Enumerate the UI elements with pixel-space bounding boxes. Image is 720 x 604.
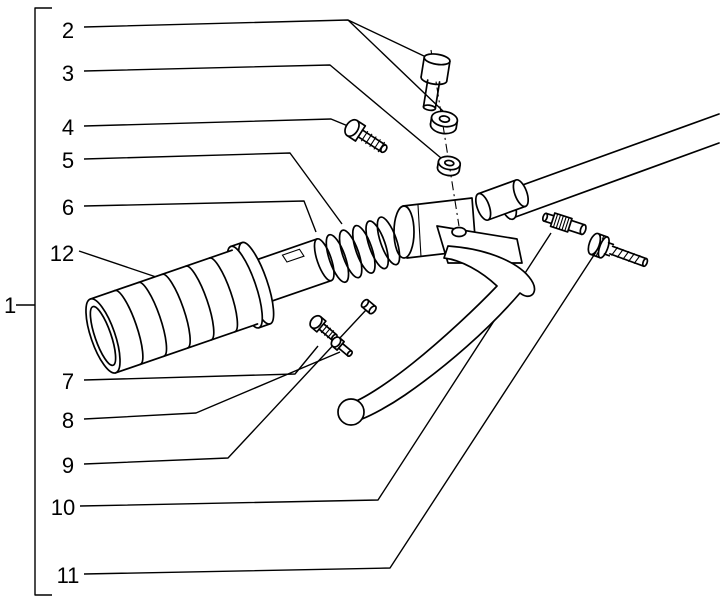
screw-7-threads [320, 324, 335, 339]
screw-4 [344, 118, 388, 154]
spring-washer [436, 155, 462, 177]
spacer-right-end [512, 178, 530, 208]
adjuster-10-barrel [567, 219, 586, 236]
lever-blade-outline [353, 245, 536, 420]
pin-9-end [368, 305, 377, 315]
leader-line-8 [83, 351, 341, 420]
tube-bottom-edge [509, 142, 720, 220]
grip-rib-2 [137, 281, 168, 358]
screw-shaft [422, 79, 441, 110]
callout-6: 6 [62, 195, 74, 220]
grip-rib-5 [208, 257, 239, 333]
spring-washer-bottom [436, 166, 461, 177]
grip-body-fill [90, 250, 258, 373]
sleeve-end [313, 237, 335, 282]
grip-open-end [85, 298, 121, 374]
leader-line-12 [78, 250, 169, 282]
spacer-left-end [474, 192, 492, 222]
leader-line-9 [83, 309, 367, 465]
grip-rib-1 [114, 289, 144, 366]
leader-line-7 [83, 345, 319, 381]
sleeve-slot [281, 248, 305, 263]
screw-tip [422, 104, 437, 112]
leader-line-4 [83, 118, 349, 127]
cable-adjuster-10 [541, 212, 587, 236]
spring-coil-3 [351, 224, 376, 274]
group-bracket [16, 7, 52, 596]
spring-coil-5 [376, 216, 401, 266]
screw-4-head [344, 118, 360, 138]
adjuster-11-shaft [609, 245, 648, 268]
adjuster-11-collar [603, 241, 615, 257]
screw-8-shaft [337, 342, 353, 357]
clamp-screw [420, 53, 451, 112]
leader-line-11 [83, 251, 597, 575]
leader-line-2a [83, 19, 427, 58]
screw-head-bottom [420, 76, 448, 86]
pin-9 [360, 298, 377, 315]
bolt-hole [451, 226, 467, 238]
spacer-bushing [474, 178, 530, 222]
callout-12: 12 [50, 241, 74, 266]
spring-coil-4 [365, 220, 390, 270]
callout-7: 7 [62, 369, 74, 394]
spring [325, 216, 401, 284]
adjuster-screw-11 [587, 232, 649, 268]
washer-bottom [429, 123, 458, 135]
callout-8: 8 [62, 408, 74, 433]
leader-line-2b [347, 19, 445, 113]
screw-head-top [423, 53, 451, 66]
grip-body-edges [89, 249, 259, 374]
washer-hole [438, 115, 451, 123]
grip-open-end-inner [89, 305, 117, 367]
spring-washer-hole [444, 159, 455, 167]
callout-4: 4 [62, 115, 74, 140]
screw-4-tip [379, 144, 388, 154]
spring-coil-1 [325, 233, 350, 284]
adjuster-10-knurl-lines [552, 213, 570, 232]
adjuster-10-tip [541, 212, 549, 222]
bracket-line [34, 7, 52, 596]
screw-8-tip [346, 350, 354, 357]
adjuster-11-threads [611, 246, 641, 265]
leader-line-3 [83, 64, 442, 159]
callout-3: 3 [62, 61, 74, 86]
adjuster-11-knob-face [587, 232, 602, 256]
grip [85, 237, 335, 374]
lever-blade [337, 245, 536, 426]
screw-8 [330, 336, 354, 357]
tube-top-edge [505, 113, 720, 192]
spring-coil-2 [338, 229, 363, 279]
leader-line-6 [83, 200, 317, 233]
lever-ball-end [337, 398, 365, 426]
callout-10: 10 [51, 495, 75, 520]
screw-4-threads [360, 130, 386, 153]
callout-2: 2 [62, 18, 74, 43]
leader-line-5 [83, 152, 343, 225]
callout-5: 5 [62, 148, 74, 173]
screw-head-sides [420, 56, 451, 82]
screw-7-head [309, 314, 323, 330]
screw-8-head [330, 336, 342, 348]
clamp-barrel-end [393, 205, 415, 259]
pin-9-face [360, 298, 370, 309]
assembly-centerline [430, 49, 460, 227]
adjuster-10-end [579, 223, 587, 236]
grip-rib-3 [161, 273, 191, 349]
adjuster-11-tip [641, 257, 649, 268]
callout-9: 9 [62, 453, 74, 478]
adjuster-11-knob-back [597, 236, 610, 259]
callout-11: 11 [57, 563, 80, 588]
handlebar-tube [498, 113, 720, 221]
clamp-slot [417, 204, 422, 258]
callout-1: 1 [4, 293, 16, 318]
spacer-body-edges [477, 179, 527, 221]
callout-labels: 1 2 3 4 5 6 12 7 8 9 10 11 [4, 18, 79, 588]
screw-7 [309, 314, 338, 342]
washer [429, 110, 459, 135]
grip-rib-4 [184, 265, 215, 341]
